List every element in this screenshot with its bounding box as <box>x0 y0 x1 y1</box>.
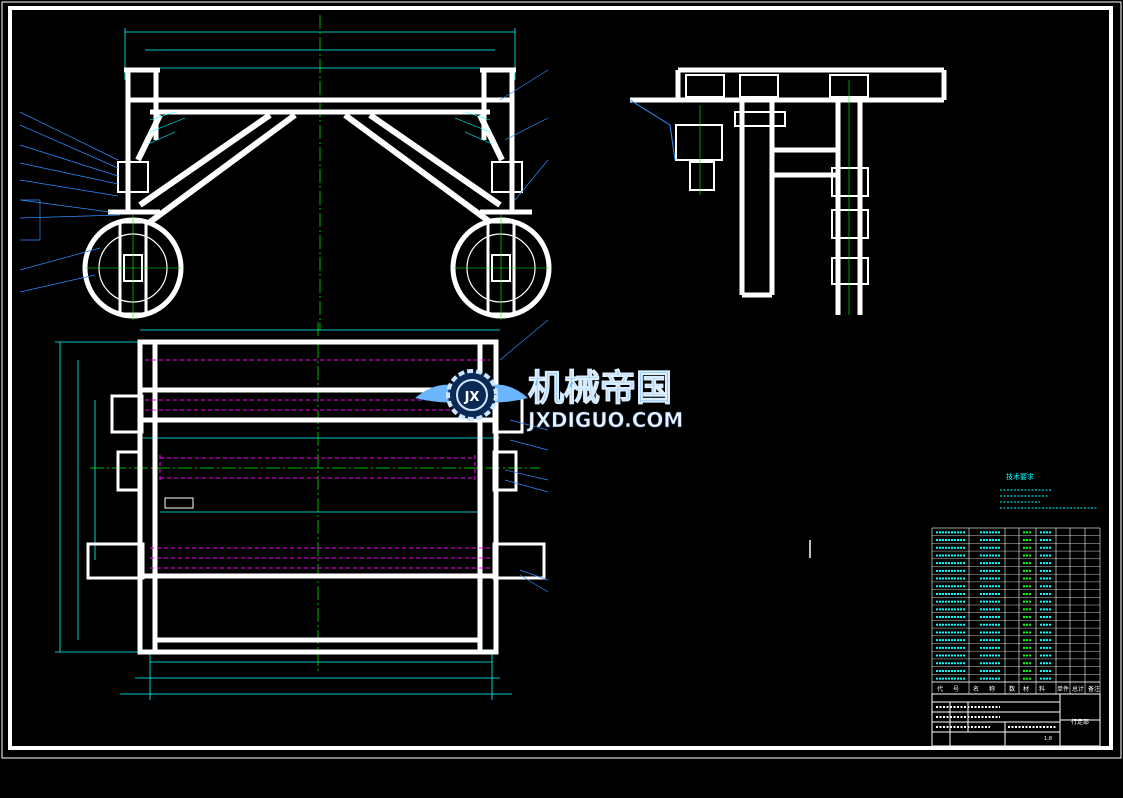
bom-header-cell: 数 <box>1009 685 1015 693</box>
bom-row <box>932 546 1100 552</box>
front-view-wheel-right <box>450 215 552 320</box>
bom-row <box>932 662 1100 667</box>
bom-row <box>932 592 1100 598</box>
bom-header-cell: 材 <box>1023 685 1029 693</box>
bom-header: 代 号 名 称 数材 料 单件总计备注 <box>932 681 1100 693</box>
bom-row <box>932 669 1100 675</box>
bom-row <box>932 646 1100 652</box>
bom-row <box>932 608 1100 613</box>
sheet-frame <box>1 1 1122 759</box>
bom-row <box>932 639 1100 644</box>
bom-table: 代 号 名 称 数材 料 单件总计备注 <box>931 527 1101 695</box>
logo-glyph: JX <box>464 390 480 405</box>
bom-header-cell: 名 <box>973 685 979 693</box>
bom-row <box>932 631 1100 636</box>
bom-row <box>932 539 1100 544</box>
bom-row <box>932 616 1100 621</box>
front-view <box>19 15 552 330</box>
bom-header-cell: 号 <box>953 686 959 693</box>
bom-row <box>932 600 1100 606</box>
title-block-scale: 1:8 <box>1044 736 1052 742</box>
bom-row <box>932 554 1100 559</box>
title-block: 行走部 1:8 <box>931 693 1101 747</box>
plan-view <box>55 319 549 700</box>
bom-header-cell: 料 <box>1039 685 1045 693</box>
bom-row <box>932 654 1100 660</box>
watermark-brand-cn: 机械帝国 <box>528 368 672 409</box>
watermark-brand-en: JXDIGUO.COM <box>526 408 683 432</box>
bom-row <box>932 677 1100 683</box>
bom-header-cell: 代 <box>937 685 943 693</box>
bom-row <box>932 623 1100 629</box>
tech-requirements-title: 技术要求 <box>1006 472 1034 481</box>
bom-row <box>932 531 1100 536</box>
watermark: JX 机械帝国 JXDIGUO.COM <box>415 368 684 432</box>
bom-header-cell: 总计 <box>1072 685 1084 693</box>
bom-row <box>932 569 1100 575</box>
bom-header-cell: 单件 <box>1057 685 1069 693</box>
tech-requirements: 技术要求 <box>1000 472 1098 509</box>
bom-row <box>932 585 1100 590</box>
bom-header-cell: 备注 <box>1088 685 1100 693</box>
bom-header-cell: 称 <box>989 685 995 693</box>
side-view <box>629 67 947 315</box>
bom-row <box>932 577 1100 583</box>
front-view-wheel-left <box>82 215 184 320</box>
bom-row <box>932 562 1100 567</box>
gear-wings-icon: JX <box>415 369 528 421</box>
title-block-part-name: 行走部 <box>1071 718 1089 726</box>
